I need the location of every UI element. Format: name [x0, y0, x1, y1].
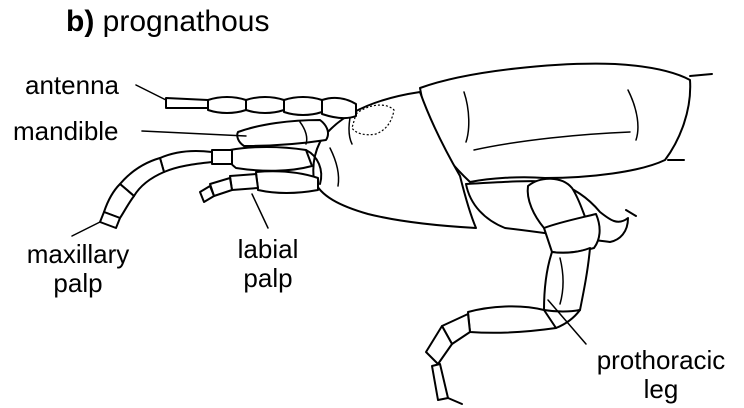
- label-maxillary-palp: maxillary palp: [14, 240, 142, 298]
- label-antenna: antenna: [25, 71, 119, 100]
- label-leg-line1: prothoracic: [581, 346, 741, 375]
- antenna-leader: [136, 85, 166, 100]
- mandible: [237, 120, 328, 146]
- mandible-leader: [142, 131, 246, 136]
- labial-leader: [252, 194, 268, 228]
- label-prothoracic-leg: prothoracic leg: [581, 346, 741, 404]
- label-labial-line2: palp: [223, 264, 313, 293]
- label-leg-line2: leg: [581, 375, 741, 404]
- label-labial-palp: labial palp: [223, 235, 313, 293]
- maxillary-leader: [72, 222, 100, 236]
- label-mandible: mandible: [13, 117, 119, 146]
- label-maxillary-line2: palp: [14, 269, 142, 298]
- antenna: [166, 97, 356, 118]
- label-maxillary-line1: maxillary: [14, 240, 142, 269]
- labial-palp: [200, 171, 318, 202]
- label-labial-line1: labial: [223, 235, 313, 264]
